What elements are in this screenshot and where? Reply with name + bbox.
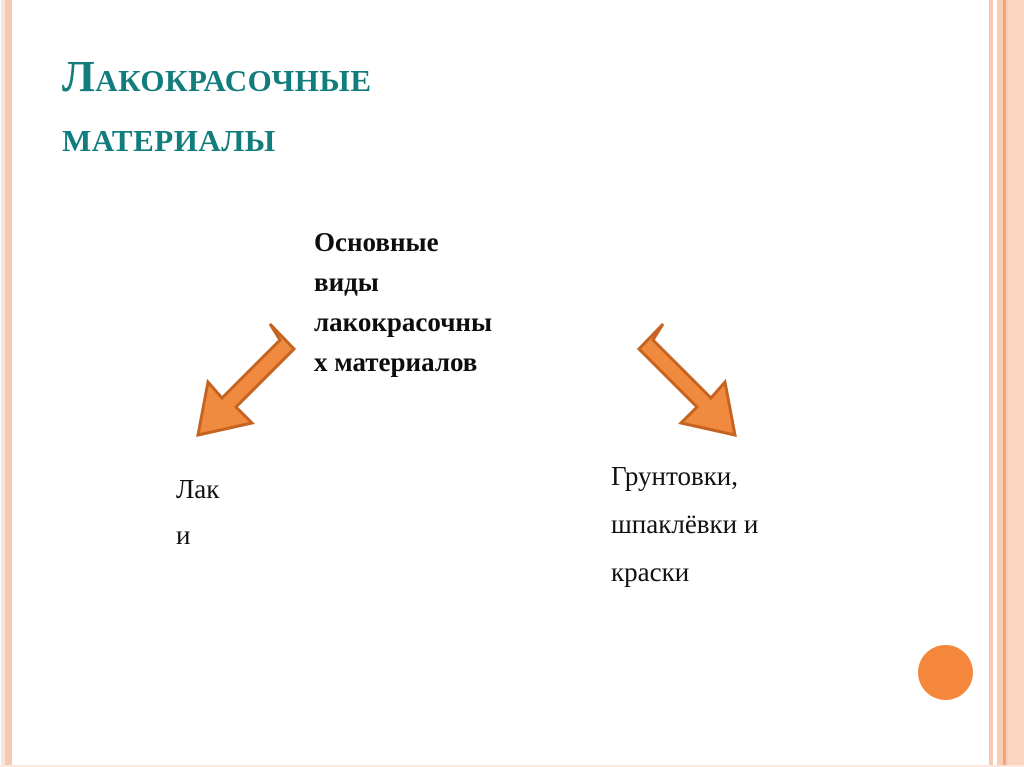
branch-label-left: Лак и — [176, 474, 220, 550]
left-accent-stripe — [5, 0, 12, 767]
branch-label-right: Грунтовки, шпаклёвки и краски — [611, 461, 759, 587]
left-faint-stripe — [1, 0, 5, 767]
diagram-root-label: Основные виды лакокрасочны х материалов — [314, 227, 493, 377]
arrow-down-left-icon — [186, 322, 297, 447]
decorative-circle — [918, 645, 973, 700]
right-band-stripe — [997, 0, 1024, 767]
right-thin-stripe — [989, 0, 993, 767]
right-line-stripe — [1003, 0, 1006, 767]
arrow-down-right-icon — [636, 322, 751, 452]
right-pale-stripe — [1008, 0, 1024, 767]
page-title: Лакокрасочные материалы — [62, 52, 372, 162]
